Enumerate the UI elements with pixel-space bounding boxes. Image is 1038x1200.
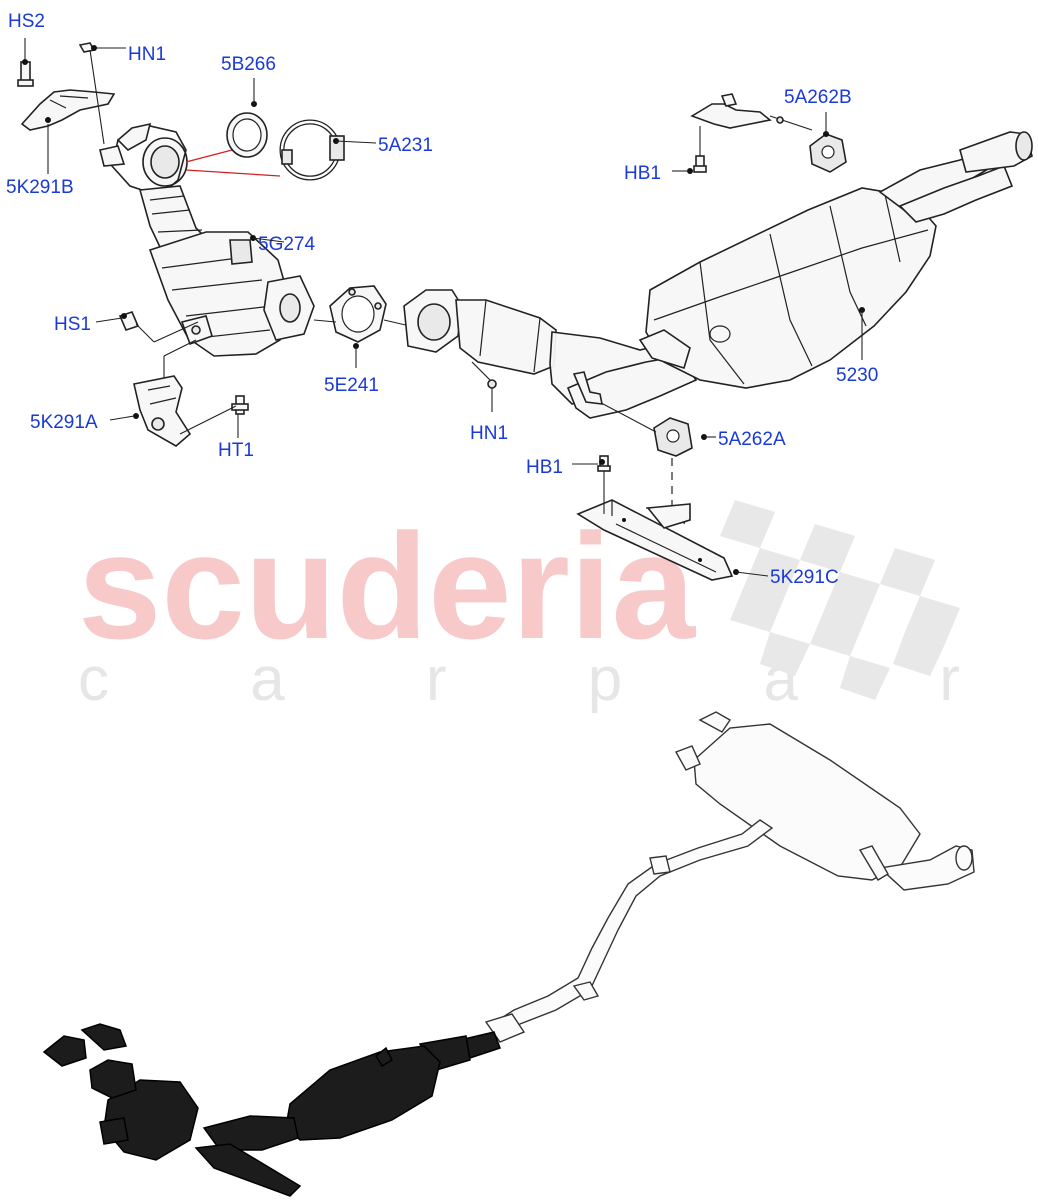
nut-hn1-top bbox=[78, 42, 126, 145]
stud-ht1 bbox=[179, 395, 249, 438]
watermark-tagline: c a r p a r t s bbox=[78, 645, 1038, 714]
v-band-clamp-5a231 bbox=[279, 119, 345, 181]
watermark: scuderia c a r p a r t s bbox=[78, 500, 1038, 714]
callout-5k291b: 5K291B bbox=[6, 177, 74, 198]
callout-5a262a: 5A262A bbox=[718, 429, 786, 450]
callout-hn1-mid: HN1 bbox=[470, 423, 508, 444]
hanger-bracket-top bbox=[690, 93, 813, 160]
heat-shield-bracket-5k291b bbox=[20, 89, 116, 131]
rubber-isolator-5a262b bbox=[809, 112, 847, 173]
gasket-5e241 bbox=[313, 285, 411, 368]
stud-hs2 bbox=[17, 38, 34, 87]
rubber-isolator-5a262a bbox=[572, 371, 707, 512]
callout-ht1: HT1 bbox=[218, 440, 254, 461]
mounting-bracket-5k291a bbox=[133, 339, 197, 447]
callout-labels: HS2 HN1 5B266 5A231 5K291B 5G274 HS1 5E2… bbox=[6, 11, 878, 588]
catalytic-converter-5g274 bbox=[99, 122, 315, 357]
bolt-hb1-top bbox=[687, 155, 707, 174]
callout-hn1-top: HN1 bbox=[128, 44, 166, 65]
callout-5e241: 5E241 bbox=[324, 375, 379, 396]
callout-hs2: HS2 bbox=[8, 11, 45, 32]
callout-5g274: 5G274 bbox=[258, 234, 315, 255]
callout-leaders bbox=[47, 124, 769, 577]
callout-5b266: 5B266 bbox=[221, 54, 276, 75]
callout-5230: 5230 bbox=[836, 365, 878, 386]
watermark-brand: scuderia bbox=[78, 502, 697, 670]
callout-hs1: HS1 bbox=[54, 314, 91, 335]
gasket-5b266 bbox=[226, 78, 268, 158]
callout-hb1-low: HB1 bbox=[526, 457, 563, 478]
callout-5k291c: 5K291C bbox=[770, 567, 839, 588]
rear-silencer-5230 bbox=[638, 131, 1033, 389]
callout-hb1-top: HB1 bbox=[624, 163, 661, 184]
assembly-highlight-lines bbox=[185, 149, 281, 177]
bolt-hs1 bbox=[118, 311, 199, 343]
exhaust-system-overview bbox=[42, 711, 975, 1197]
callout-5a231: 5A231 bbox=[378, 135, 433, 156]
callout-5a262b: 5A262B bbox=[784, 87, 852, 108]
callout-5k291a: 5K291A bbox=[30, 412, 98, 433]
hanger-bracket-5k291c bbox=[576, 470, 739, 581]
checkered-flag-watermark bbox=[720, 500, 960, 700]
bolt-hb1-low bbox=[597, 455, 611, 472]
